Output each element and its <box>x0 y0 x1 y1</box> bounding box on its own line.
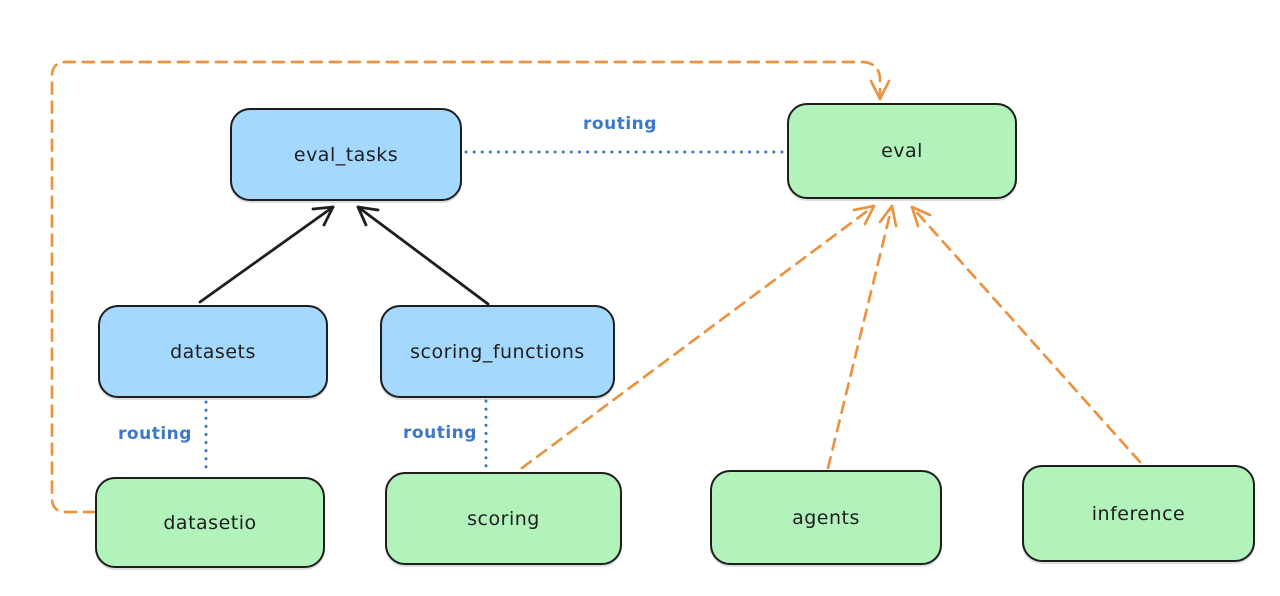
node-scoring-functions-label: scoring_functions <box>410 340 585 363</box>
routing-label-eval-tasks-eval: routing <box>583 114 657 134</box>
edge-datasets-to-eval-tasks <box>198 205 335 304</box>
routing-label-scoring-functions-scoring: routing <box>403 423 477 443</box>
node-datasetio[interactable]: datasetio <box>95 477 325 568</box>
node-eval-tasks[interactable]: eval_tasks <box>230 108 462 201</box>
edge-agents-to-eval <box>826 204 898 470</box>
edge-scoring-functions-to-eval-tasks <box>356 205 490 306</box>
routing-label-datasets-datasetio: routing <box>118 424 192 444</box>
edge-inference-to-eval <box>910 205 1142 464</box>
node-scoring-functions[interactable]: scoring_functions <box>380 305 615 398</box>
node-datasets-label: datasets <box>170 340 256 363</box>
node-scoring-label: scoring <box>467 507 540 530</box>
node-agents-label: agents <box>792 506 860 529</box>
edge-scoring-to-eval <box>520 204 876 470</box>
node-datasetio-label: datasetio <box>163 511 257 534</box>
node-eval[interactable]: eval <box>787 103 1017 199</box>
node-datasets[interactable]: datasets <box>98 305 328 398</box>
node-eval-tasks-label: eval_tasks <box>293 143 399 166</box>
node-scoring[interactable]: scoring <box>385 472 622 565</box>
node-inference[interactable]: inference <box>1022 465 1255 562</box>
node-inference-label: inference <box>1091 502 1186 525</box>
node-agents[interactable]: agents <box>710 470 942 565</box>
node-eval-label: eval <box>881 140 923 162</box>
edge-datasetio-to-eval <box>50 60 891 514</box>
